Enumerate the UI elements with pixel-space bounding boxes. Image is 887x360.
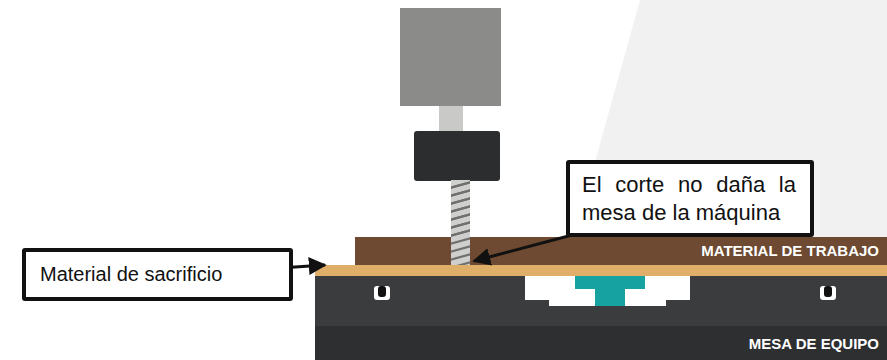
table-band: MESA DE EQUIPO [315, 326, 887, 360]
drill-bit-tip [451, 237, 470, 266]
slot-bolt [378, 286, 386, 297]
t-slot [525, 276, 690, 306]
callout-box: El corte no daña la mesa de la máquina [566, 160, 814, 237]
table-slot [820, 286, 836, 300]
sacrificial-layer [315, 265, 887, 276]
flute-stroke [451, 230, 470, 236]
flute-stroke [451, 238, 470, 244]
flute-stroke [451, 230, 470, 236]
flute-stroke [451, 198, 470, 204]
flute-stroke [451, 222, 470, 228]
callout-box: Material de sacrificio [22, 248, 293, 301]
flute-stroke [451, 182, 470, 188]
collet [414, 131, 500, 181]
flute-stroke [451, 190, 470, 196]
bit-flutes [451, 182, 470, 266]
band-label: MATERIAL DE TRABAJO [701, 242, 879, 259]
band-label: MESA DE EQUIPO [749, 335, 879, 352]
flute-stroke [451, 206, 470, 212]
spindle-motor [400, 8, 501, 106]
flute-stroke [451, 254, 470, 260]
flute-stroke [451, 246, 470, 252]
flute-stroke [451, 222, 470, 228]
flute-stroke [451, 214, 470, 220]
material-band: MATERIAL DE TRABAJO [355, 237, 887, 265]
t-bolt [575, 276, 645, 306]
bit-flutes [451, 182, 470, 266]
spindle-shaft [439, 106, 463, 132]
flute-stroke [451, 206, 470, 212]
callout-text: Material de sacrificio [40, 262, 275, 287]
drill-bit [451, 180, 470, 266]
flute-stroke [451, 198, 470, 204]
work-material [355, 237, 887, 265]
flute-stroke [451, 190, 470, 196]
machine-table [315, 276, 887, 360]
flute-stroke [451, 214, 470, 220]
table-slot [374, 286, 390, 300]
flute-stroke [451, 182, 470, 188]
callout-text: El corte no daña la mesa de la máquina [582, 171, 796, 226]
slot-bolt [824, 286, 832, 297]
machine-table-base [315, 326, 887, 360]
